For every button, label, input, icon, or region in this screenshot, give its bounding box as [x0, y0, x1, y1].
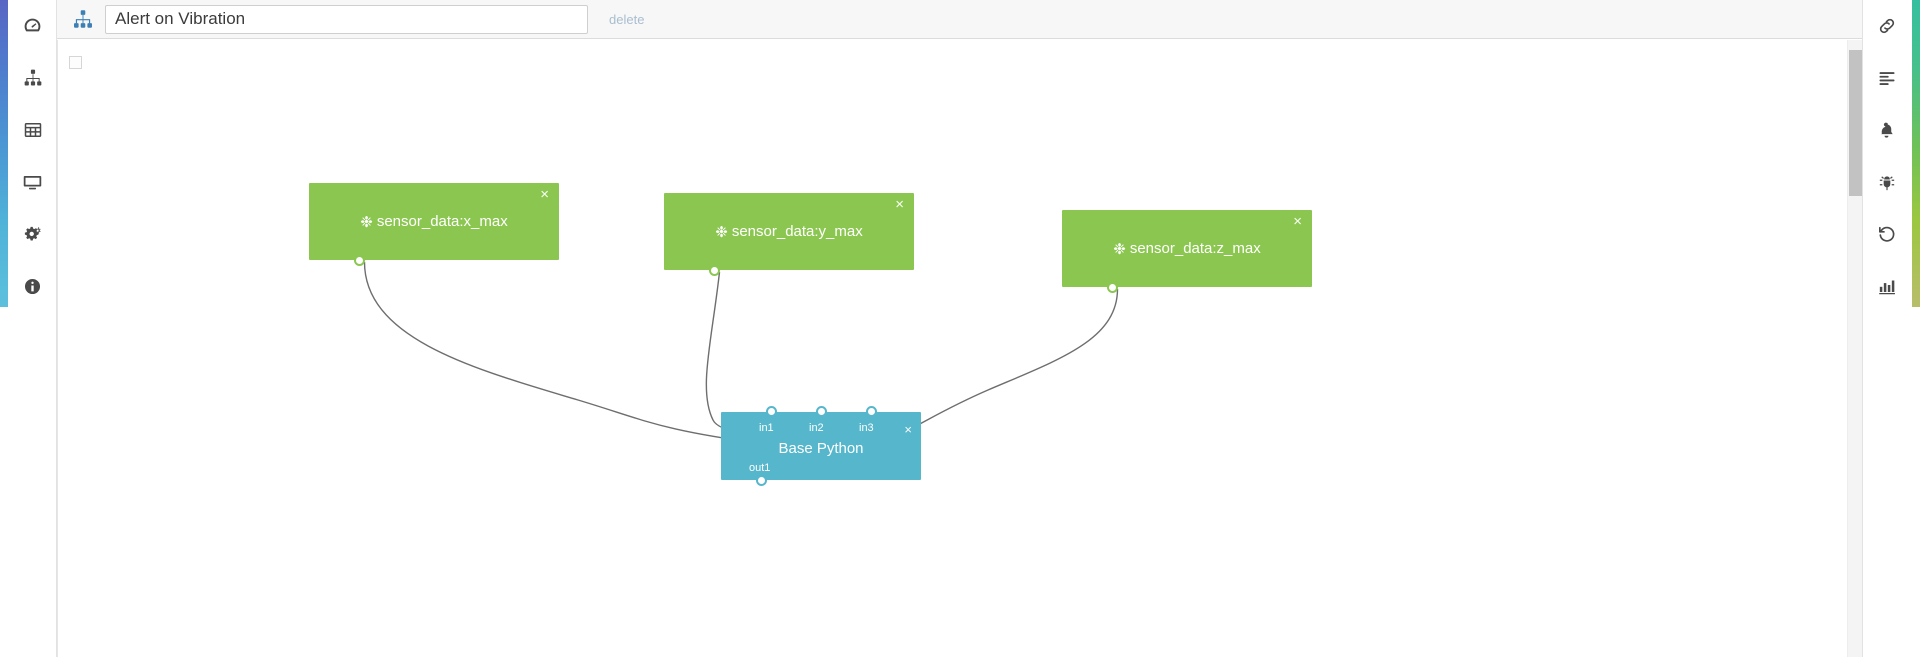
flow-node-base-python[interactable]: × in1 in2 in3 Base Python out1 [721, 406, 921, 486]
input-port-label-in2: in2 [809, 422, 824, 434]
sidebar-item-devices[interactable] [8, 156, 57, 208]
right-accent-gradient [1912, 0, 1920, 307]
right-sidebar [1862, 0, 1920, 657]
sidebar-item-info[interactable] [8, 260, 57, 312]
panel-item-statistics[interactable] [1862, 260, 1911, 312]
input-port-label-in3: in3 [859, 422, 874, 434]
history-icon [1878, 226, 1894, 242]
panel-item-properties[interactable] [1862, 52, 1911, 104]
input-port-label-in1: in1 [759, 422, 774, 434]
canvas-resize-handle[interactable] [69, 56, 82, 69]
info-icon [24, 278, 41, 294]
asterisk-icon: ❉ [360, 214, 373, 231]
scrollbar-thumb[interactable] [1849, 50, 1862, 196]
sidebar-item-flows[interactable] [8, 52, 57, 104]
gears-icon [24, 226, 41, 240]
sitemap-icon [74, 10, 92, 28]
node-output-port[interactable] [1107, 282, 1118, 293]
flow-type-icon[interactable] [65, 8, 101, 30]
asterisk-icon: ❉ [1113, 241, 1126, 258]
sidebar-item-tables[interactable] [8, 104, 57, 156]
list-icon [1879, 72, 1894, 85]
node-close-button[interactable]: × [540, 186, 552, 203]
delete-flow-link[interactable]: delete [609, 11, 645, 27]
node-close-button[interactable]: × [895, 196, 907, 213]
link-icon [1879, 18, 1894, 34]
asterisk-icon: ❉ [715, 224, 728, 241]
flow-node-sensor-z[interactable]: × ❉sensor_data:z_max [1062, 210, 1312, 293]
canvas-vertical-scrollbar[interactable] [1847, 40, 1862, 657]
flow-node-sensor-x[interactable]: × ❉sensor_data:x_max [309, 183, 559, 266]
node-output-port[interactable] [709, 265, 720, 276]
panel-item-connections[interactable] [1862, 0, 1911, 52]
flow-canvas[interactable]: × ❉sensor_data:x_max × ❉sensor_data:y_ma… [57, 40, 1862, 657]
sitemap-icon [24, 69, 41, 86]
editor-header: delete [57, 0, 1862, 39]
input-port-in2[interactable] [816, 406, 827, 417]
left-accent-gradient [0, 0, 8, 307]
sidebar-item-settings[interactable] [8, 208, 57, 260]
right-sidebar-icons [1862, 0, 1912, 312]
table-icon [24, 123, 41, 137]
node-label-text: sensor_data:y_max [731, 223, 863, 240]
edge-x-to-in1 [363, 261, 772, 446]
node-label-text: sensor_data:x_max [376, 213, 508, 230]
dashboard-icon [24, 18, 41, 31]
chart-icon [1878, 280, 1895, 295]
flow-title-input[interactable] [105, 4, 588, 34]
node-label-text: Base Python [778, 440, 864, 457]
output-port-out1[interactable] [756, 475, 767, 486]
node-label: ❉sensor_data:y_max [664, 223, 914, 241]
input-port-in1[interactable] [766, 406, 777, 417]
node-label: ❉sensor_data:x_max [309, 213, 559, 231]
sidebar-item-dashboard[interactable] [8, 0, 57, 52]
node-label-text: sensor_data:z_max [1129, 240, 1261, 257]
left-sidebar-icons [8, 0, 57, 312]
monitor-icon [23, 175, 42, 189]
panel-item-history[interactable] [1862, 208, 1911, 260]
output-port-label-out1: out1 [749, 462, 771, 474]
panel-item-alerts[interactable] [1862, 104, 1911, 156]
bell-icon [1880, 122, 1893, 138]
node-close-button[interactable]: × [1293, 213, 1305, 230]
edge-layer [363, 261, 1119, 446]
bug-icon [1879, 176, 1894, 191]
canvas-surface[interactable]: × ❉sensor_data:x_max × ❉sensor_data:y_ma… [58, 40, 1862, 657]
left-sidebar [0, 0, 57, 657]
node-label: ❉sensor_data:z_max [1062, 240, 1312, 258]
input-port-in3[interactable] [866, 406, 877, 417]
flow-node-sensor-y[interactable]: × ❉sensor_data:y_max [664, 193, 914, 276]
panel-item-debug[interactable] [1862, 156, 1911, 208]
node-close-button[interactable]: × [904, 422, 915, 437]
node-output-port[interactable] [354, 255, 365, 266]
